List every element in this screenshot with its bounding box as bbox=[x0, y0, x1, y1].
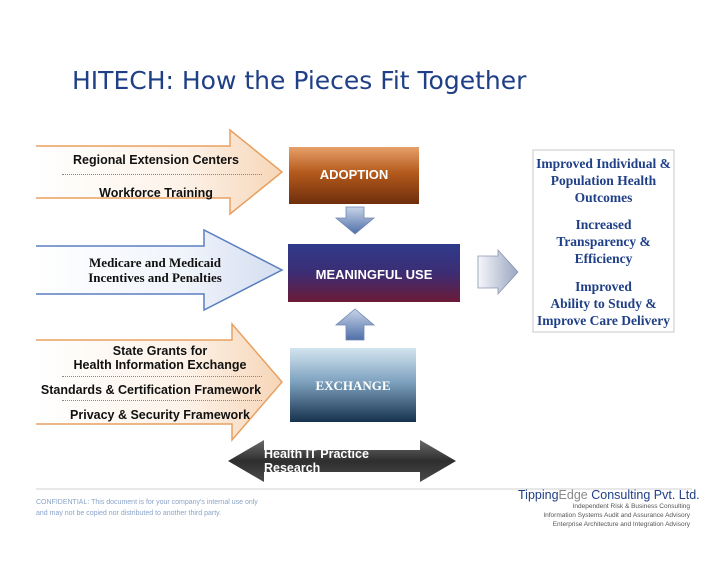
arrow-regional-extension bbox=[36, 128, 284, 216]
outcomes-box bbox=[532, 149, 675, 333]
privacy-security-label: Privacy & Security Framework bbox=[70, 408, 250, 422]
brand-tagline: Information Systems Audit and Assurance … bbox=[543, 512, 690, 519]
adoption-box: ADOPTION bbox=[319, 166, 389, 182]
arrow-medicare-medicaid bbox=[36, 228, 284, 312]
confidential-line: and may not be copied nor distributed to… bbox=[36, 510, 222, 517]
dotted-separator bbox=[62, 376, 262, 377]
page-title: HITECH: How the Pieces Fit Together bbox=[72, 66, 527, 95]
outcome-line: Improve Care Delivery bbox=[537, 313, 670, 328]
outcome-line: Increased bbox=[575, 217, 632, 232]
meaningful-use-box: MEANINGFUL USE bbox=[315, 266, 433, 282]
adoption-box-bg bbox=[289, 147, 419, 204]
hie-label: Health Information Exchange bbox=[73, 358, 247, 372]
outcome-line: Ability to Study & bbox=[550, 296, 657, 311]
outcome-line: Improved bbox=[575, 279, 632, 294]
dotted-separator bbox=[62, 400, 262, 401]
outcome-line: Population Health bbox=[550, 173, 657, 188]
outcome-line: Transparency & bbox=[556, 234, 651, 249]
right-arrow-icon bbox=[477, 248, 519, 296]
outcome-study: Improved Ability to Study & Improve Care… bbox=[533, 278, 674, 329]
outcome-transparency: Increased Transparency & Efficiency bbox=[533, 216, 674, 267]
research-arrow-label: Health IT Practice Research bbox=[264, 447, 369, 475]
outcome-line: Improved Individual & bbox=[536, 156, 671, 171]
dotted-separator bbox=[62, 174, 262, 175]
incentives-penalties-label: Incentives and Penalties bbox=[88, 270, 222, 285]
brand-tagline: Enterprise Architecture and Integration … bbox=[552, 521, 690, 528]
brand-name: TippingEdge Consulting Pvt. Ltd. bbox=[518, 488, 700, 502]
outcome-health: Improved Individual & Population Health … bbox=[533, 155, 674, 206]
brand-part: Consulting Pvt. Ltd. bbox=[587, 488, 700, 502]
standards-certification-label: Standards & Certification Framework bbox=[40, 383, 262, 397]
brand-part: Edge bbox=[558, 488, 588, 502]
down-arrow-icon bbox=[334, 206, 376, 235]
exchange-box: EXCHANGE bbox=[315, 378, 391, 393]
brand-part: Tipping bbox=[518, 488, 559, 502]
exchange-box-bg bbox=[290, 348, 416, 422]
workforce-training-label: Workforce Training bbox=[99, 186, 213, 200]
medicare-medicaid-label: Medicare and Medicaid bbox=[89, 255, 221, 270]
up-arrow-icon bbox=[334, 308, 376, 341]
confidential-notice: CONFIDENTIAL: This document is for your … bbox=[36, 497, 276, 519]
arrow-state-grants bbox=[36, 321, 283, 443]
regional-extension-label: Regional Extension Centers bbox=[72, 153, 239, 167]
confidential-line: CONFIDENTIAL: This document is for your … bbox=[36, 499, 258, 506]
meaningful-use-box-bg bbox=[288, 244, 460, 302]
research-double-arrow bbox=[228, 440, 456, 482]
brand-tagline: Independent Risk & Business Consulting bbox=[572, 503, 690, 510]
outcome-line: Efficiency bbox=[574, 251, 633, 266]
state-grants-label: State Grants for bbox=[112, 344, 208, 358]
outcome-line: Outcomes bbox=[574, 190, 633, 205]
